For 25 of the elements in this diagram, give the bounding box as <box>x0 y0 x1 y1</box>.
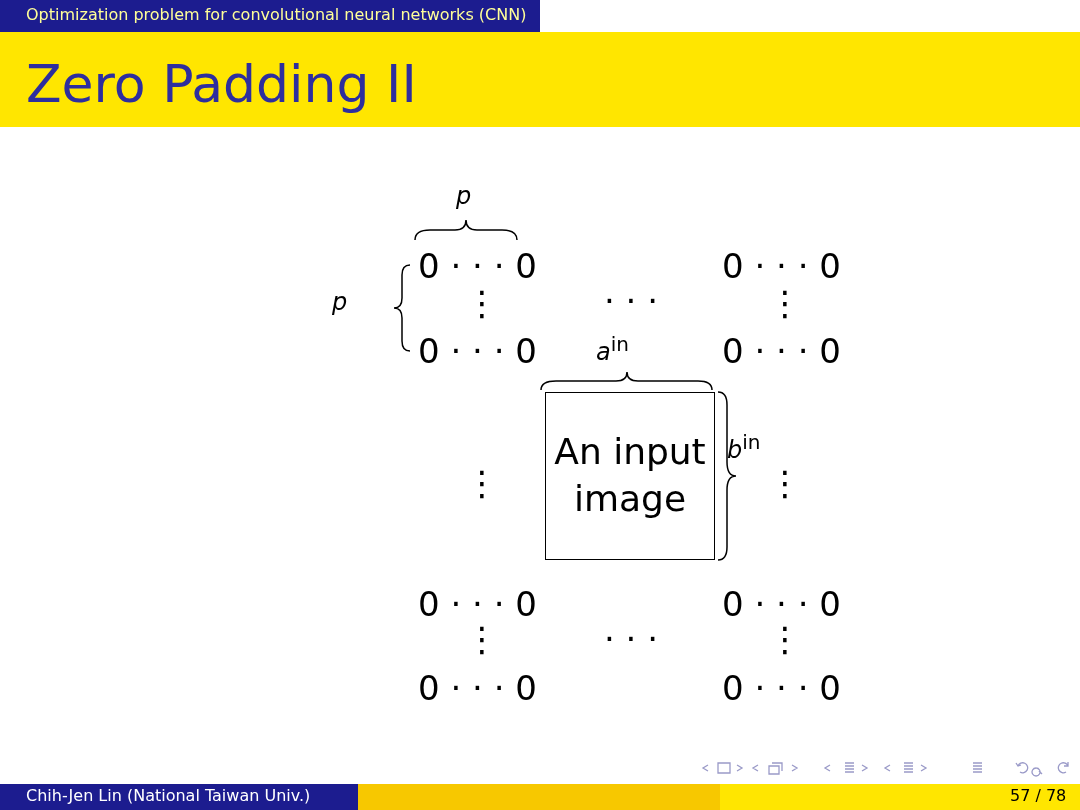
ellipsis: ⋮ <box>465 622 499 656</box>
matrix-entry: 0 · · · 0 <box>418 249 537 283</box>
dimension-label: b$^{in}$ <box>727 432 761 462</box>
ellipsis: ⋮ <box>768 286 802 320</box>
author-footer: Chih-Jen Lin (National Taiwan Univ.) <box>26 788 311 804</box>
section-heading: Optimization problem for convolutional neural networks (CNN) <box>26 7 527 23</box>
matrix-entry: 0 · · · 0 <box>722 671 841 705</box>
matrix-entry: 0 · · · 0 <box>722 249 841 283</box>
ellipsis: ⋮ <box>465 286 499 320</box>
dimension-label: p <box>456 184 472 208</box>
dimension-label: a$^{in}$ <box>596 334 629 364</box>
matrix-entry: 0 · · · 0 <box>418 587 537 621</box>
matrix-entry: 0 · · · 0 <box>418 671 537 705</box>
box-text: An input image <box>553 430 707 521</box>
input-image-box <box>545 392 715 560</box>
dimension-label: p <box>332 290 348 314</box>
ellipsis: ⋮ <box>768 466 802 500</box>
page-number: 57 / 78 <box>1010 788 1067 804</box>
matrix-entry: 0 · · · 0 <box>722 334 841 368</box>
ellipsis: ⋮ <box>768 622 802 656</box>
ellipsis: · · · <box>604 622 659 656</box>
ellipsis: · · · <box>604 284 659 318</box>
matrix-entry: 0 · · · 0 <box>722 587 841 621</box>
matrix-entry: 0 · · · 0 <box>418 334 537 368</box>
ellipsis: ⋮ <box>465 466 499 500</box>
